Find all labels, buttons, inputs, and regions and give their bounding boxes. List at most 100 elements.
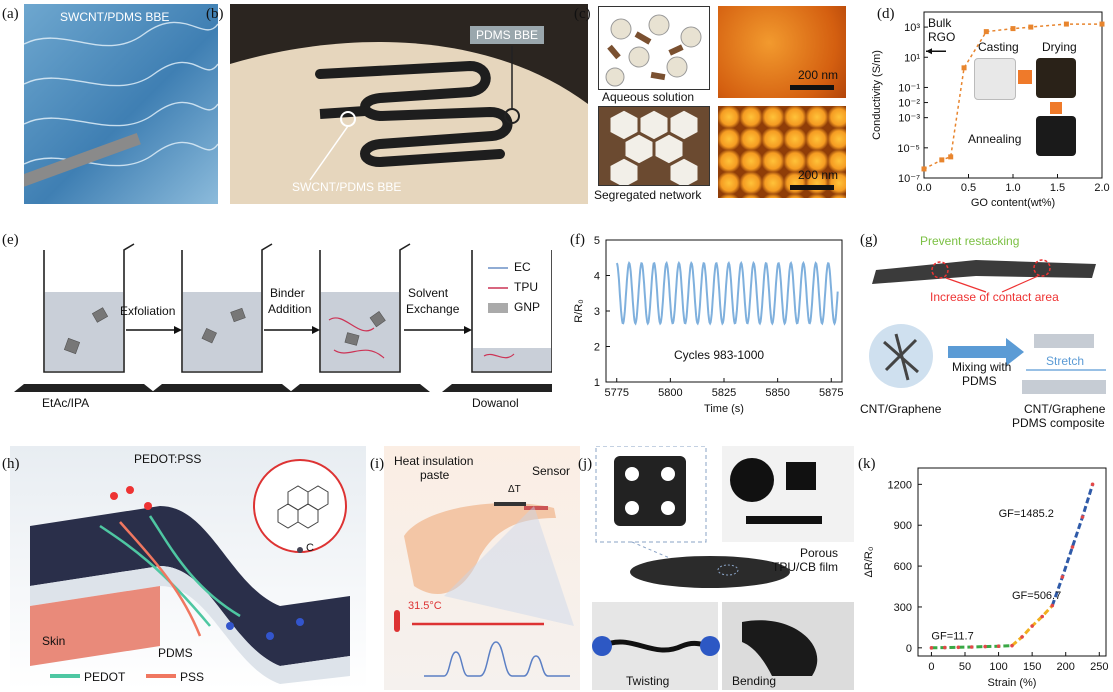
- data-point: [1090, 482, 1095, 487]
- step-binder-1: Binder: [270, 286, 305, 300]
- y-axis-label: R/R₀: [573, 299, 585, 323]
- panel-e: Exfoliation Binder Addition Solvent Exch…: [14, 240, 552, 408]
- casting-label: Casting: [978, 40, 1019, 54]
- panel-label-i: (i): [370, 456, 385, 472]
- x-tick-label: 0.0: [916, 182, 931, 194]
- scale-bar-2: [790, 185, 834, 190]
- data-point: [1080, 515, 1085, 519]
- legend-tpu: TPU: [514, 280, 538, 294]
- panel-label-e: (e): [2, 232, 19, 248]
- step-solvent-2: Exchange: [406, 302, 460, 316]
- y-tick-label: 5: [594, 235, 600, 247]
- segregated-caption: Segregated network: [594, 188, 702, 202]
- skin-label: Skin: [42, 634, 66, 648]
- annealing-photo: [1036, 116, 1076, 156]
- contact-area-label: Increase of contact area: [930, 290, 1059, 304]
- heat-insulation-label-1: Heat insulation: [394, 454, 474, 468]
- y-tick-label: 4: [594, 271, 600, 283]
- pdms-label: PDMS: [158, 646, 193, 660]
- x-tick-label: 5825: [712, 387, 736, 399]
- solvent-dowanol: Dowanol: [472, 396, 519, 408]
- callout-swcnt-bbe: SWCNT/PDMS BBE: [292, 180, 402, 194]
- y-tick-label: 600: [894, 561, 912, 573]
- x-tick-label: 1.0: [1005, 182, 1020, 194]
- mixing-label-1: Mixing with: [952, 360, 1012, 374]
- panel-label-h: (h): [2, 456, 20, 472]
- x-axis-label: GO content(wt%): [971, 197, 1055, 209]
- x-tick-label: 5775: [604, 387, 628, 399]
- panel-label-f: (f): [570, 232, 585, 248]
- legend-pedot: PEDOT: [84, 670, 126, 684]
- data-point: [1010, 26, 1016, 32]
- y-tick-label: 10³: [904, 22, 920, 34]
- x-tick-label: 0.5: [961, 182, 976, 194]
- scale-bar-label-1: 200 nm: [797, 68, 838, 82]
- sensor-label: Sensor: [532, 464, 571, 478]
- porous-label-1: Porous: [800, 546, 839, 560]
- series-label-1: GF=506.7: [1012, 590, 1061, 602]
- drying-label: Drying: [1042, 40, 1077, 54]
- pedot-pss-label: PEDOT:PSS: [134, 452, 202, 466]
- panel-label-j: (j): [578, 456, 593, 472]
- panel-g: Prevent restacking Increase of contact a…: [856, 230, 1112, 430]
- panel-h: PEDOT:PSS Skin PDMS C PEDOT PSS: [10, 446, 366, 690]
- arrow-right-icon: [1018, 70, 1032, 84]
- data-point: [1099, 21, 1105, 27]
- legend-pss: PSS: [180, 670, 205, 684]
- y-tick-label: 10⁻⁷: [898, 173, 920, 185]
- x-tick-label: 5875: [819, 387, 843, 399]
- solvent-etac-ipa: EtAc/IPA: [42, 396, 90, 408]
- data-point: [929, 646, 934, 650]
- data-point: [983, 644, 987, 649]
- delta-t-label: ΔT: [508, 484, 521, 495]
- x-tick-label: 0: [928, 661, 934, 673]
- aqueous-caption: Aqueous solution: [602, 90, 695, 104]
- panel-i: Heat insulation paste Sensor ΔT 31.5°C: [384, 446, 580, 690]
- legend-ec: EC: [514, 260, 531, 274]
- y-axis-label: ΔR/R₀: [863, 547, 875, 578]
- data-point: [921, 166, 927, 172]
- y-tick-label: 1: [594, 377, 600, 389]
- y-tick-label: 0: [906, 643, 912, 655]
- panel-label-b: (b): [206, 6, 224, 22]
- panel-label-k: (k): [858, 456, 876, 472]
- y-tick-label: 3: [594, 306, 600, 318]
- bending-label: Bending: [732, 674, 777, 688]
- x-tick-label: 5800: [658, 387, 682, 399]
- mixing-label-2: PDMS: [962, 374, 997, 388]
- y-tick-label: 900: [894, 520, 912, 532]
- y-tick-label: 10⁻³: [898, 113, 920, 125]
- x-tick-label: 1.5: [1050, 182, 1065, 194]
- data-point: [956, 645, 961, 650]
- x-tick-label: 5850: [765, 387, 789, 399]
- data-line: [923, 23, 1102, 170]
- segregated-schematic: [598, 106, 710, 186]
- data-point: [1010, 643, 1014, 648]
- step-solvent-1: Solvent: [408, 286, 449, 300]
- series-line-2: [1050, 483, 1095, 607]
- aqueous-schematic: [598, 6, 710, 90]
- y-tick-label: 2: [594, 342, 600, 354]
- data-point: [1050, 603, 1055, 608]
- data-point: [1028, 24, 1034, 30]
- x-tick-label: 50: [959, 661, 971, 673]
- x-axis-label: Strain (%): [988, 677, 1037, 689]
- legend-gnp: GNP: [514, 300, 541, 314]
- panel-c: Aqueous solution Segregated network 200 …: [594, 4, 846, 204]
- data-point: [943, 645, 947, 650]
- scale-bar-1: [790, 85, 834, 90]
- bulk-rgo-arrowhead: [926, 48, 932, 55]
- data-point: [961, 65, 967, 71]
- afm-image-bottom: 200 nm: [718, 106, 846, 198]
- temperature-readout: 31.5°C: [408, 600, 442, 612]
- cycle-signal-line: [615, 260, 839, 326]
- panel-b-photo: PDMS BBE SWCNT/PDMS BBE: [230, 4, 588, 204]
- bulk-label: Bulk: [928, 16, 952, 30]
- scale-bar-label-2: 200 nm: [797, 168, 838, 182]
- panel-label-g: (g): [860, 232, 878, 248]
- casting-photo: [974, 58, 1016, 100]
